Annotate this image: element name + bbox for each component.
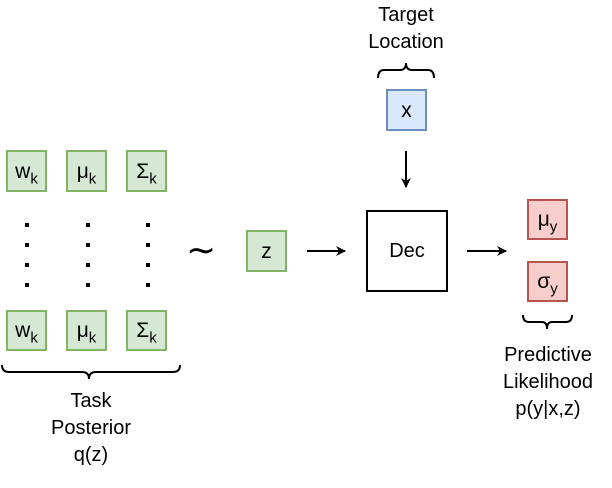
sigma-k-node-top: Σk <box>126 150 167 192</box>
mu-y-label: μy <box>537 208 558 236</box>
sigma-y-node: σy <box>527 261 568 302</box>
ellipsis-dot <box>25 263 29 267</box>
decoder-label: Dec <box>389 240 425 262</box>
task-posterior-label: Task Posterior q(z) <box>26 388 156 469</box>
x-node-label: x <box>401 98 412 122</box>
target-location-line1: Target <box>378 4 434 26</box>
ellipsis-dot <box>25 283 29 287</box>
target-location-line2: Location <box>368 31 444 53</box>
sigma-k-label: Σk <box>136 159 157 187</box>
z-node: z <box>246 230 287 272</box>
target-location-label: Target Location <box>346 2 466 56</box>
ellipsis-dot <box>86 263 90 267</box>
mu-y-node: μy <box>527 199 568 240</box>
w-k-node-bottom: wk <box>6 310 47 351</box>
w-k-node-top: wk <box>6 150 47 192</box>
predictive-likelihood-label: Predictive Likelihood p(y|x,z) <box>485 342 611 423</box>
ellipsis-dot <box>146 263 150 267</box>
mu-k-node-top: μk <box>66 150 107 192</box>
w-k-label: wk <box>15 319 38 347</box>
mu-k-label: μk <box>76 319 97 347</box>
ellipsis-dot <box>146 243 150 247</box>
predictive-likelihood-line2: Likelihood <box>502 371 594 393</box>
ellipsis-dot <box>25 243 29 247</box>
ellipsis-dot <box>86 223 90 227</box>
sigma-k-node-bottom: Σk <box>126 310 167 351</box>
task-posterior-brace <box>1 364 181 380</box>
ellipsis-dots <box>25 223 150 287</box>
distributed-as-symbol: ∼ <box>186 229 217 270</box>
predictive-likelihood-line3: p(y|x,z) <box>515 398 581 420</box>
ellipsis-dot <box>86 243 90 247</box>
predictive-likelihood-line1: Predictive <box>504 344 592 366</box>
ellipsis-dot <box>86 283 90 287</box>
task-posterior-line1: Task <box>70 390 112 412</box>
target-location-brace <box>377 62 435 79</box>
ellipsis-dot <box>25 223 29 227</box>
task-posterior-line3: q(z) <box>73 444 109 466</box>
predictive-likelihood-brace <box>522 314 573 330</box>
mu-k-label: μk <box>76 159 97 187</box>
decoder-box: Dec <box>366 210 448 292</box>
task-posterior-line2: Posterior <box>50 417 132 439</box>
sigma-y-label: σy <box>537 270 558 298</box>
mu-k-node-bottom: μk <box>66 310 107 351</box>
w-k-label: wk <box>15 159 38 187</box>
sigma-k-label: Σk <box>136 319 157 347</box>
ellipsis-dot <box>146 283 150 287</box>
ellipsis-dot <box>146 223 150 227</box>
x-node: x <box>386 89 427 131</box>
z-node-label: z <box>261 239 272 263</box>
